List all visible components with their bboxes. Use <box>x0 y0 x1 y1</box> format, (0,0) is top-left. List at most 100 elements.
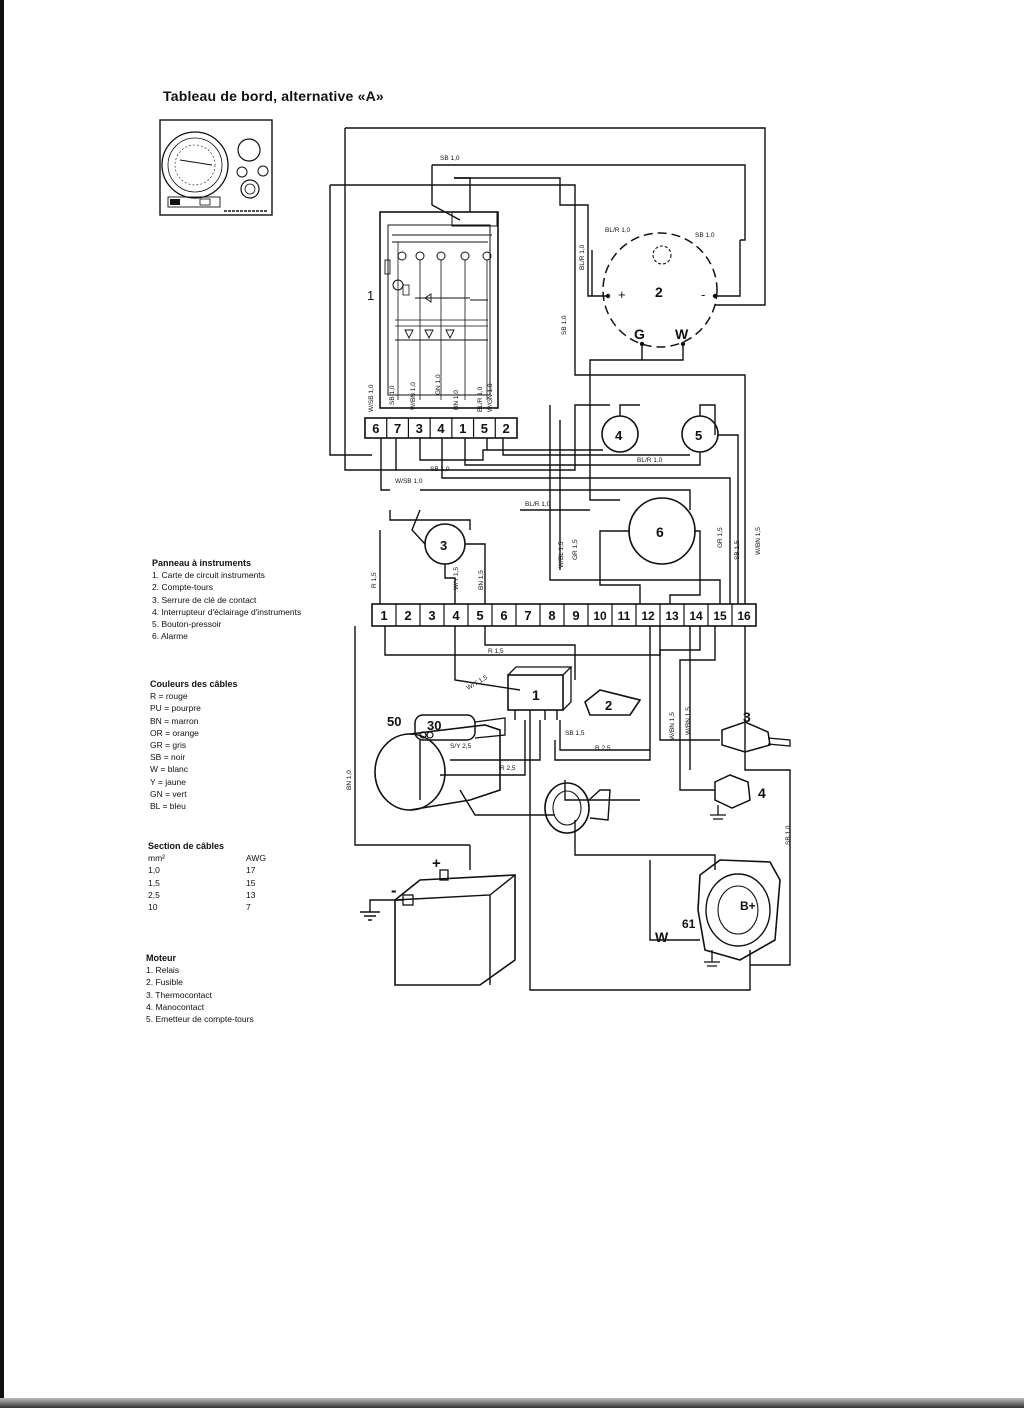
wire-label: W/BN 1,5 <box>685 707 692 735</box>
wire-label: SB 1,5 <box>565 730 585 737</box>
button5-label: 5 <box>695 428 702 443</box>
panel-connector-pin: 5 <box>481 421 488 436</box>
wire-label: BL/R 1,0 <box>579 244 586 270</box>
wire-label: GR 1,5 <box>717 527 724 548</box>
battery-minus: - <box>391 881 397 900</box>
wire-label: BL/R 1,0 <box>477 386 484 412</box>
mano-label: 4 <box>758 785 766 801</box>
wire-label: BL/R 1,0 <box>525 501 551 508</box>
wire-label: W/BN 1,5 <box>755 527 762 555</box>
push-button: 5 <box>681 415 719 453</box>
terminal-pin: 4 <box>452 608 460 623</box>
tachometer: 2 + - G W <box>602 232 718 348</box>
wire-label: SB 1,0 <box>695 232 715 239</box>
colors-legend: Couleurs des câbles R = rouge PU = pourp… <box>150 678 238 812</box>
lower-harness <box>354 626 791 991</box>
legend-item: 3. Thermocontact <box>146 989 212 1000</box>
alt-61: 61 <box>682 917 696 931</box>
legend-item: OR = orange <box>150 727 199 738</box>
wire-label: BN 1,5 <box>478 570 485 590</box>
colors-legend-heading: Couleurs des câbles <box>150 679 238 689</box>
wire-label: SB 1,0 <box>440 155 460 162</box>
relay-label: 1 <box>532 687 540 703</box>
wire-label: GN 1,0 <box>435 374 442 395</box>
alarm: 6 <box>628 497 696 565</box>
wire-label: R 1,5 <box>488 648 504 655</box>
terminal-pin: 11 <box>618 609 631 623</box>
section-legend-heading: Section de câbles <box>148 841 225 851</box>
manocontact: 4 <box>710 774 766 820</box>
alt-w: W <box>655 929 669 945</box>
tacho-label: 2 <box>655 284 663 300</box>
wire-label: W/GN 1,0 <box>487 383 494 412</box>
alt-b: B+ <box>740 899 756 913</box>
wire-label: W/BL 1,5 <box>558 541 565 568</box>
legend-item: 1. Carte de circuit instruments <box>152 570 265 581</box>
panel-connector-pin: 1 <box>459 421 466 436</box>
terminal-pin: 9 <box>572 608 579 623</box>
page-title: Tableau de bord, alternative «A» <box>163 88 384 104</box>
thermo-label: 3 <box>743 709 751 725</box>
wire-label: W/SB 1,0 <box>368 384 375 412</box>
wire-label: W/BN 1,0 <box>410 382 417 410</box>
section-awg: 15 <box>246 877 256 888</box>
terminal-pin: 14 <box>689 609 703 623</box>
panel-legend: Panneau à instruments 1. Carte de circui… <box>152 557 301 642</box>
terminal-pin: 15 <box>713 609 727 623</box>
legend-item: 4. Interrupteur d'éclairage d'instrument… <box>152 606 302 617</box>
wire-label: GR 1,5 <box>572 539 579 560</box>
legend-item: R = rouge <box>150 691 188 702</box>
battery-plus: + <box>432 855 441 872</box>
tacho-minus: - <box>701 287 705 302</box>
alarm6-label: 6 <box>656 524 664 540</box>
terminal-pin: 3 <box>428 608 435 623</box>
fuse: 2 <box>584 689 642 716</box>
terminal-pin: 7 <box>524 608 531 623</box>
fuse-label: 2 <box>605 698 612 713</box>
engine-legend: Moteur 1. Relais 2. Fusible 3. Thermocon… <box>146 952 254 1025</box>
tacho-g: G <box>634 326 645 342</box>
panel-connector-pin: 2 <box>503 421 510 436</box>
instrument-light-switch: 4 <box>601 415 639 453</box>
terminal-pin: 5 <box>476 608 483 623</box>
legend-item: 2. Fusible <box>146 977 183 988</box>
wire-label: R 2,5 <box>595 745 611 752</box>
wire-label: W/SB 1,0 <box>395 478 423 485</box>
terminal-pin: 12 <box>641 609 655 623</box>
relay: 1 <box>507 666 573 720</box>
legend-item: 5. Bouton-pressoir <box>152 619 222 630</box>
battery: + - <box>360 855 516 986</box>
legend-item: 6. Alarme <box>152 631 188 642</box>
tacho-w: W <box>675 326 689 342</box>
section-mm: 1,0 <box>148 865 160 876</box>
engine-legend-heading: Moteur <box>146 953 176 963</box>
legend-item: SB = noir <box>150 752 186 763</box>
starter-50: 50 <box>387 714 401 729</box>
wire-label: SB 1,0 <box>561 315 568 335</box>
ignition-lock: 3 <box>424 523 466 565</box>
section-mm: 2,5 <box>148 889 160 900</box>
panel-connector-pin: 4 <box>437 421 445 436</box>
legend-item: 3. Serrure de clé de contact <box>152 594 257 605</box>
tacho-plus: + <box>618 287 626 302</box>
wire-label: BL/R 1,0 <box>637 457 663 464</box>
legend-item: GN = vert <box>150 788 187 799</box>
scan-edge-left <box>0 0 4 1408</box>
legend-item: W = blanc <box>150 764 189 775</box>
section-mm: 10 <box>148 902 158 913</box>
terminal-pin: 8 <box>548 608 555 623</box>
panel-legend-heading: Panneau à instruments <box>152 558 252 568</box>
wire-label: BN 1,0 <box>346 770 353 790</box>
wire-labels: SB 1,0 BL/R 1,0 SB 1,0 BL/R 1,0 SB 1,0 W… <box>346 155 792 845</box>
terminal-pin: 10 <box>593 609 607 623</box>
wire-label: R 2,5 <box>500 765 516 772</box>
wire-label: W/BN 1,5 <box>669 712 676 740</box>
wire-label: SB 1,0 <box>785 825 792 845</box>
terminal-pin: 13 <box>665 609 679 623</box>
wire-label: R 1,5 <box>371 572 378 588</box>
starter-30: 30 <box>427 718 441 733</box>
legend-item: BN = marron <box>150 715 199 726</box>
